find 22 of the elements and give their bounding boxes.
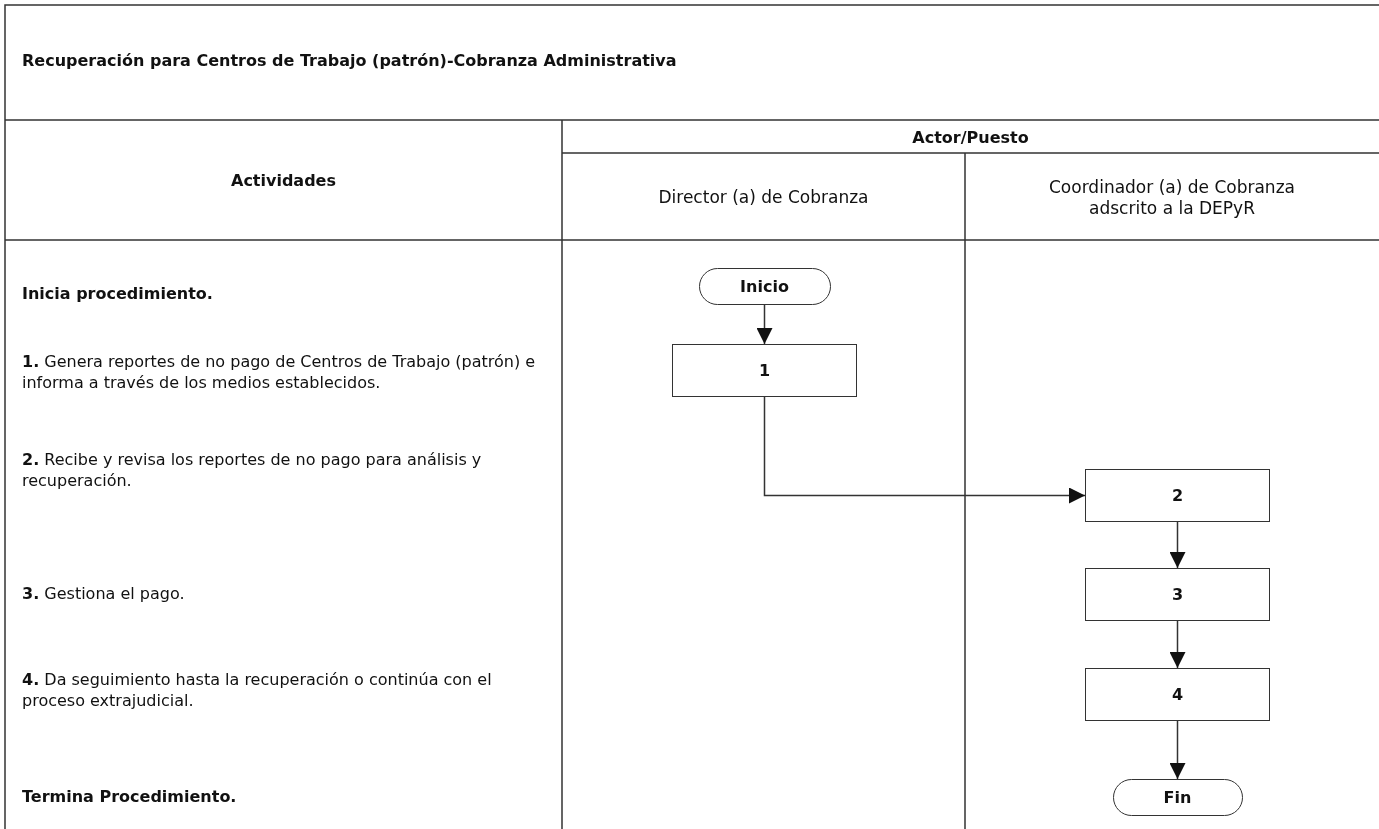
process-box: 3 — [1085, 568, 1270, 621]
terminal-shape: Inicio — [698, 268, 831, 305]
step-description: 3. Gestiona el pago. — [22, 582, 186, 605]
arrow — [756, 304, 773, 345]
column-header: Actividades — [230, 169, 337, 192]
arrow — [763, 396, 1086, 504]
step-heading: Inicia procedimiento. — [22, 282, 214, 305]
table-title: Recuperación para Centros de Trabajo (patrón)-Cobranza Administrativa — [22, 50, 677, 71]
column-header: Director (a) de Cobranza — [657, 186, 870, 209]
arrow — [1169, 720, 1186, 780]
arrow — [1169, 521, 1186, 569]
process-box: 1 — [672, 344, 857, 397]
arrow — [1169, 620, 1186, 669]
column-header: Actor/Puesto — [911, 126, 1030, 149]
process-box: 4 — [1085, 668, 1270, 721]
step-description: 4. Da seguimiento hasta la recuperación o continúa con el proceso extrajudicial. — [22, 669, 493, 712]
terminal-shape: Fin — [1112, 779, 1243, 816]
step-description: 2. Recibe y revisa los reportes de no pago para análisis y recuperación. — [22, 449, 483, 492]
step-heading: Termina Procedimiento. — [22, 785, 238, 808]
process-box: 2 — [1085, 469, 1270, 522]
column-header: Coordinador (a) de Cobranza adscrito a la DEPyR — [1048, 175, 1296, 220]
step-description: 1. Genera reportes de no pago de Centros de Trabajo (patrón) e informa a través de los medios establecidos. — [22, 351, 537, 394]
